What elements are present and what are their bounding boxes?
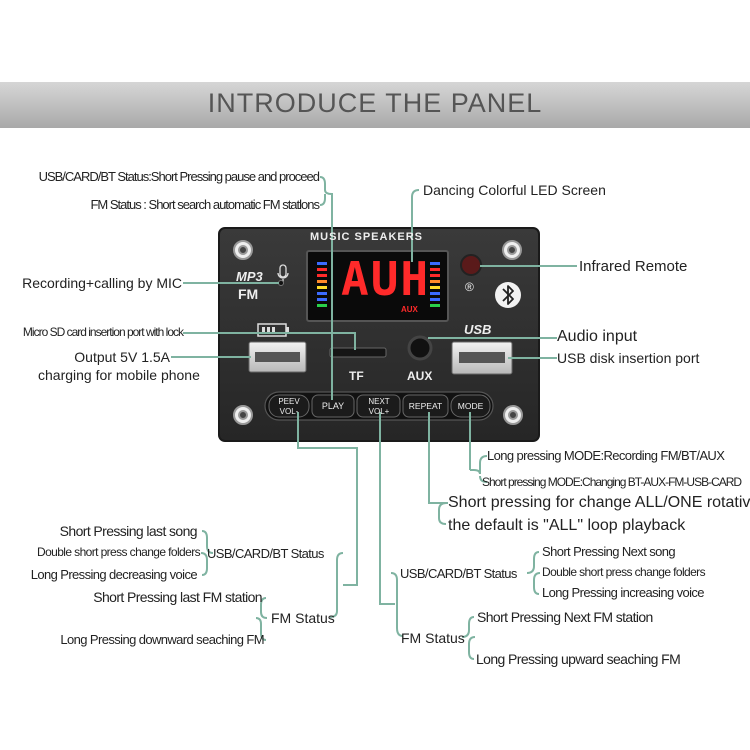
prev-button — [268, 394, 310, 418]
mode-button-label: MODE — [457, 401, 484, 411]
led-display — [306, 250, 449, 322]
infrared-remote-label: Infrared Remote — [579, 258, 688, 275]
usb-disk-label: USB disk insertion port — [557, 350, 700, 366]
next-button — [356, 394, 401, 418]
mode-short-label: Short pressing MODE:Changing BT-AUX-FM-U… — [482, 475, 742, 489]
led-bars-left — [317, 262, 327, 307]
repeat-button — [402, 394, 449, 418]
fm-label: FM — [238, 286, 259, 302]
next-button-label: NEXT VOL+ — [358, 397, 400, 417]
repeat-label-line2: the default is "ALL" loop playback — [448, 517, 686, 534]
mic-hole — [278, 280, 284, 286]
next-fm-line2: Long Pressing upward seaching FM — [476, 651, 681, 667]
play-usb-status-label: USB/CARD/BT Status:Short Pressing pause … — [38, 169, 320, 184]
sd-port-label: Micro SD card insertion port with lock — [22, 325, 184, 339]
aux-label: AUX — [407, 369, 433, 383]
page-title: INTRODUCE THE PANEL — [207, 88, 543, 118]
prev-label-line1: PEEV — [278, 397, 300, 406]
prev-usb-line1: Short Pressing last song — [59, 523, 198, 539]
prev-usb-status-label: USB/CARD/BT Status — [207, 546, 324, 561]
led-bars-right — [430, 262, 440, 307]
prev-fm-line2: Long Pressing downward seaching FM — [60, 632, 264, 647]
play-fm-status-label: FM Status : Short search automatic FM st… — [90, 197, 320, 212]
next-label-line2: VOL+ — [368, 407, 390, 416]
mp3-label: MP3 — [236, 269, 263, 284]
next-usb-status-label: USB/CARD/BT Status — [400, 566, 517, 581]
bluetooth-icon — [502, 285, 514, 305]
connector-lines — [171, 176, 577, 660]
display-aux-indicator: AUX — [401, 305, 418, 314]
next-fm-status-label: FM Status — [401, 630, 465, 646]
mic-label: Recording+calling by MIC — [22, 275, 182, 291]
next-fm-line1: Short Pressing Next FM station — [477, 609, 653, 625]
next-usb-line2: Double short press change folders — [542, 565, 706, 579]
repeat-label-line1: Short pressing for change ALL/ONE rotati… — [448, 494, 750, 511]
prev-label-line2: VOL- — [279, 407, 299, 416]
next-label-line1: NEXT — [368, 397, 390, 406]
mode-long-label: Long pressing MODE:Recording FM/BT/AUX — [487, 448, 725, 463]
next-usb-line1: Short Pressing Next song — [542, 544, 676, 559]
audio-input-label: Audio input — [557, 328, 638, 345]
prev-fm-line1: Short Pressing last FM station — [93, 589, 262, 605]
mounting-holes — [233, 240, 523, 425]
repeat-button-label: REPEAT — [408, 401, 443, 411]
prev-usb-line3: Long Pressing decreasing voice — [30, 567, 198, 582]
output-label-line1: Output 5V 1.5A — [74, 349, 170, 365]
play-button-label: PLAY — [321, 401, 345, 411]
prev-usb-line2: Double short press change folders — [37, 545, 201, 559]
infrared-receiver — [460, 254, 482, 276]
tf-label: TF — [349, 369, 364, 383]
output-label-line2: charging for mobile phone — [38, 367, 200, 383]
display-reading: AUH — [341, 252, 431, 306]
ir-symbol: ® — [465, 280, 474, 294]
prev-fm-status-label: FM Status — [271, 610, 335, 626]
tf-card-slot — [329, 347, 387, 358]
board-title: MUSIC SPEAKERS — [310, 231, 424, 243]
led-screen-label: Dancing Colorful LED Screen — [423, 182, 606, 198]
title-banner: INTRODUCE THE PANEL — [0, 82, 750, 128]
aux-jack — [407, 335, 433, 361]
next-usb-line3: Long Pressing increasing voice — [542, 585, 705, 600]
prev-button-label: PEEV VOL- — [270, 397, 308, 417]
usb-logo: USB — [464, 322, 492, 337]
